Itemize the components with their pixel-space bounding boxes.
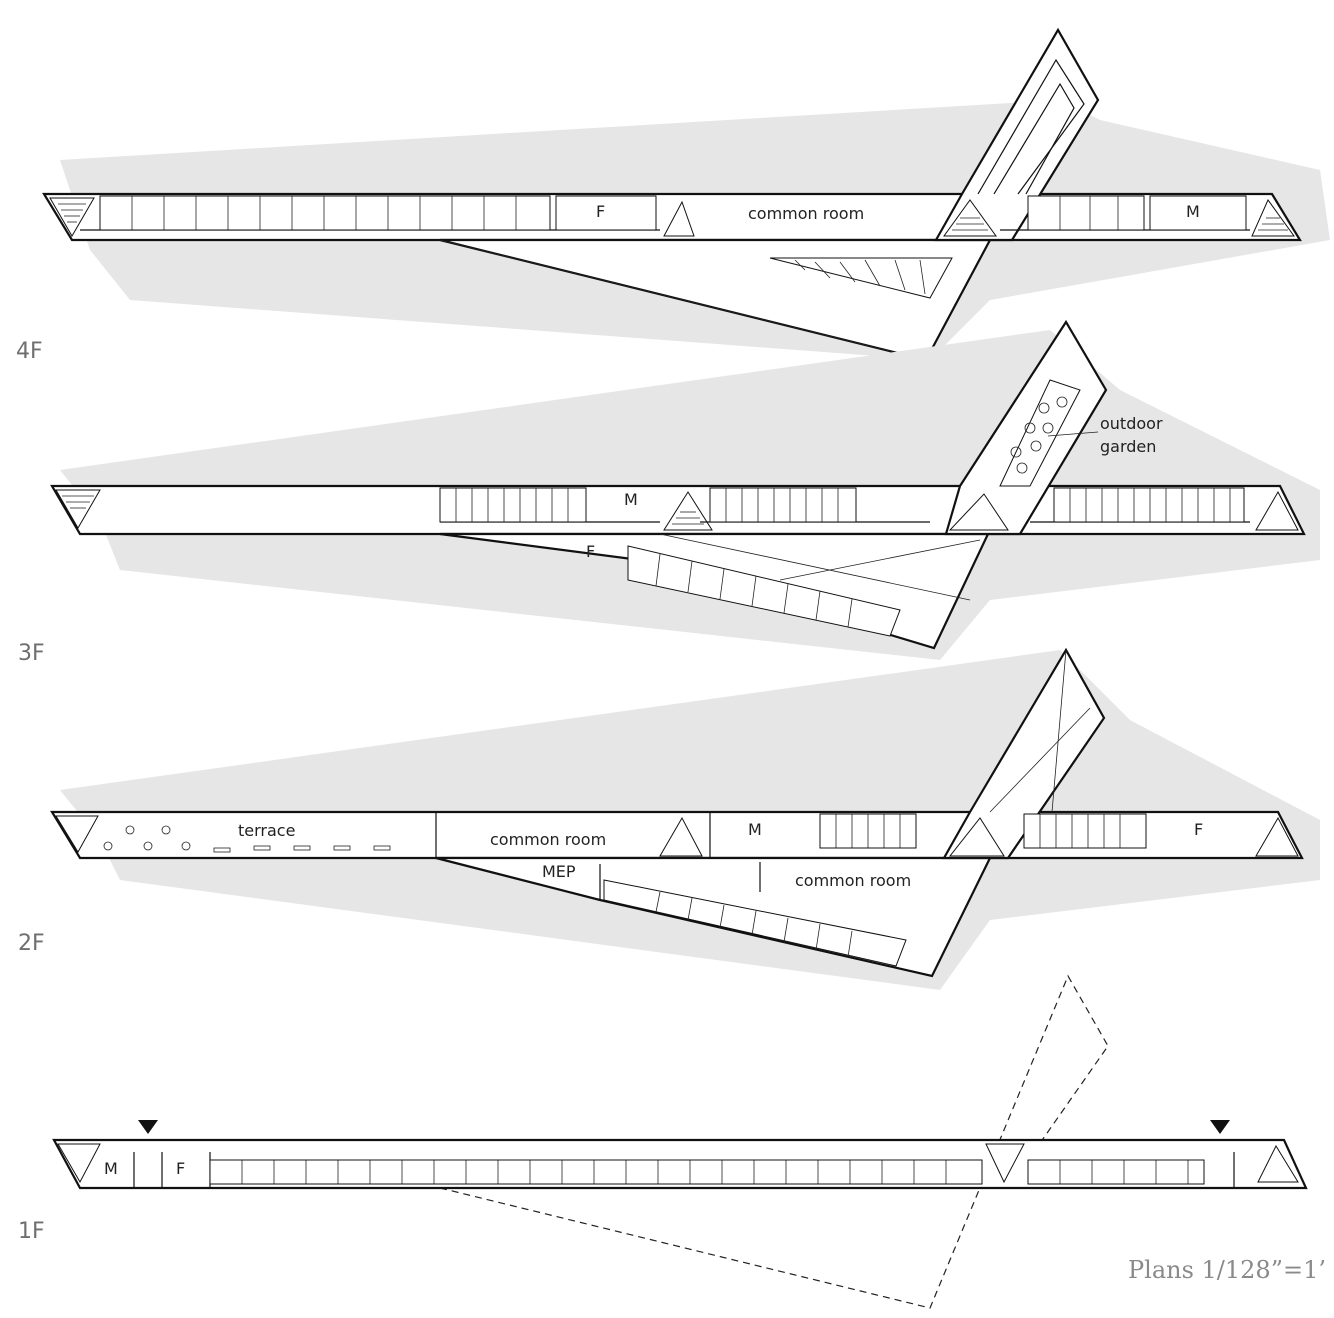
entrance-marker-icon	[1210, 1120, 1230, 1134]
room-label-f-1f: F	[176, 1159, 185, 1178]
room-label-common-2f-b: common room	[795, 871, 911, 890]
room-label-m-4f: M	[1186, 202, 1200, 221]
room-label-m-3f: M	[624, 490, 638, 509]
room-label-common-2f-a: common room	[490, 830, 606, 849]
entrance-marker-icon	[138, 1120, 158, 1134]
scale-note: Plans 1/128”=1’	[1128, 1256, 1326, 1284]
room-label-terrace: terrace	[238, 821, 295, 840]
room-label-mep: MEP	[542, 862, 576, 881]
room-label-m-2f: M	[748, 820, 762, 839]
floor-label-2f: 2F	[18, 931, 45, 956]
room-cells-1f	[209, 1159, 1205, 1185]
plan-3f: M F outdoor garden 3F	[18, 319, 1320, 666]
plan-2f: terrace common room M F MEP common room …	[18, 647, 1320, 990]
floor-label-4f: 4F	[16, 339, 43, 364]
outdoor-garden-label-line1: outdoor	[1100, 414, 1163, 433]
room-cells-4f-left	[99, 195, 551, 231]
floor-label-3f: 3F	[18, 641, 45, 666]
terrace-planters	[103, 825, 391, 853]
outdoor-garden-label-line2: garden	[1100, 437, 1156, 456]
floor-label-1f: 1F	[18, 1219, 45, 1244]
room-label-f-4f: F	[596, 202, 605, 221]
room-label-f-2f: F	[1194, 820, 1203, 839]
room-label-f-3f: F	[586, 542, 595, 561]
room-label-m-1f: M	[104, 1159, 118, 1178]
room-label-common-4f: common room	[748, 204, 864, 223]
room-cells-3f-diagonal	[627, 545, 901, 637]
garden-trees	[1010, 396, 1068, 474]
plan-4f: F common room M 4F	[16, 27, 1330, 364]
plan-1f: M F 1F	[18, 974, 1308, 1309]
room-cells-2f-diagonal	[603, 879, 907, 967]
